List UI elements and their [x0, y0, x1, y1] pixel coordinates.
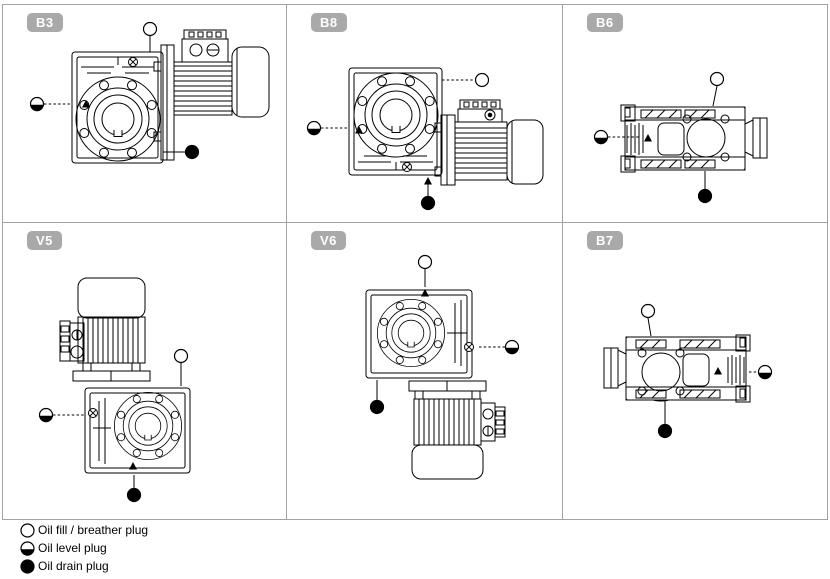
cell-b6: B6 [563, 5, 827, 223]
b8-plug-markers [306, 72, 490, 211]
oil-drain-plug-icon [20, 558, 35, 574]
b7-oil-fill-breather-plug-icon [640, 303, 656, 319]
v6-oil-fill-breather-plug-icon [417, 254, 433, 270]
cell-v5: V5 [3, 223, 287, 519]
legend-label-fill: Oil fill / breather plug [38, 523, 149, 537]
b3-oil-drain-plug-icon [184, 144, 200, 160]
position-badge-b7: B7 [587, 231, 623, 250]
b7-oil-level-plug-icon [757, 364, 773, 380]
b6-oil-fill-breather-plug-icon [709, 71, 725, 87]
oil-level-plug-icon [20, 540, 35, 556]
b3-gearbox [71, 51, 164, 164]
position-badge-b3: B3 [27, 13, 63, 32]
b6-plug-markers [593, 71, 725, 204]
b8-oil-drain-plug-icon [420, 195, 436, 211]
b8-drawing-gearmotor-front-motor-lower-right [306, 67, 544, 211]
legend-row-drain: Oil drain plug [20, 557, 148, 575]
b8-gearbox [348, 67, 443, 176]
v6-oil-level-plug-icon [504, 339, 520, 355]
b3-drawing-gearmotor-front-motor-right [29, 21, 270, 164]
position-badge-v5: V5 [27, 231, 62, 250]
b3-plug-markers [29, 21, 200, 160]
v5-motor [59, 277, 151, 382]
v6-gearbox [365, 289, 474, 379]
b7-oil-drain-plug-icon [657, 423, 673, 439]
position-badge-v6: V6 [311, 231, 346, 250]
b8-oil-fill-breather-plug-icon [474, 72, 490, 88]
cell-b8: B8 [287, 5, 563, 223]
v5-plug-markers [38, 348, 189, 503]
cell-b3: B3 [3, 5, 287, 223]
cell-v6: V6 [287, 223, 563, 519]
v5-oil-fill-breather-plug-icon [173, 348, 189, 364]
legend-label-drain: Oil drain plug [38, 559, 109, 573]
legend-label-level: Oil level plug [38, 541, 107, 555]
b7-gearbox-top [603, 334, 751, 403]
position-badge-b6: B6 [587, 13, 623, 32]
b3-oil-fill-breather-plug-icon [142, 21, 158, 37]
v6-drawing-gearmotor-motor-below [365, 254, 520, 480]
b6-oil-drain-plug-icon [697, 188, 713, 204]
b7-plug-markers [640, 303, 773, 439]
position-grid: B3 [2, 4, 828, 520]
b3-motor [153, 29, 270, 161]
b8-motor [434, 99, 544, 186]
v5-drawing-gearmotor-motor-on-top [38, 277, 191, 503]
v5-oil-drain-plug-icon [126, 487, 142, 503]
b3-fill-screw-icon [128, 57, 138, 67]
b6-drawing-gearmotor-top-view [593, 71, 768, 204]
b8-oil-level-plug-icon [306, 120, 322, 136]
v6-plug-markers [369, 254, 520, 415]
legend-row-level: Oil level plug [20, 539, 148, 557]
v6-oil-drain-plug-icon [369, 399, 385, 415]
oil-fill-breather-plug-icon [20, 522, 35, 538]
legend: Oil fill / breather plug Oil level plug … [20, 521, 148, 575]
b7-drawing-gearmotor-top-view-mirrored [603, 303, 773, 439]
position-badge-b8: B8 [311, 13, 347, 32]
v6-motor [408, 380, 506, 480]
v5-gearbox [84, 387, 191, 474]
v6-fill-screw-icon [464, 342, 474, 352]
v5-fill-screw-icon [88, 408, 98, 418]
b3-oil-level-plug-icon [29, 96, 45, 112]
b8-fill-screw-icon [402, 162, 412, 172]
cell-b7: B7 [563, 223, 827, 519]
v5-oil-level-plug-icon [38, 407, 54, 423]
b6-gearbox-top [620, 104, 768, 173]
b6-oil-level-plug-icon [593, 129, 609, 145]
legend-row-fill: Oil fill / breather plug [20, 521, 148, 539]
